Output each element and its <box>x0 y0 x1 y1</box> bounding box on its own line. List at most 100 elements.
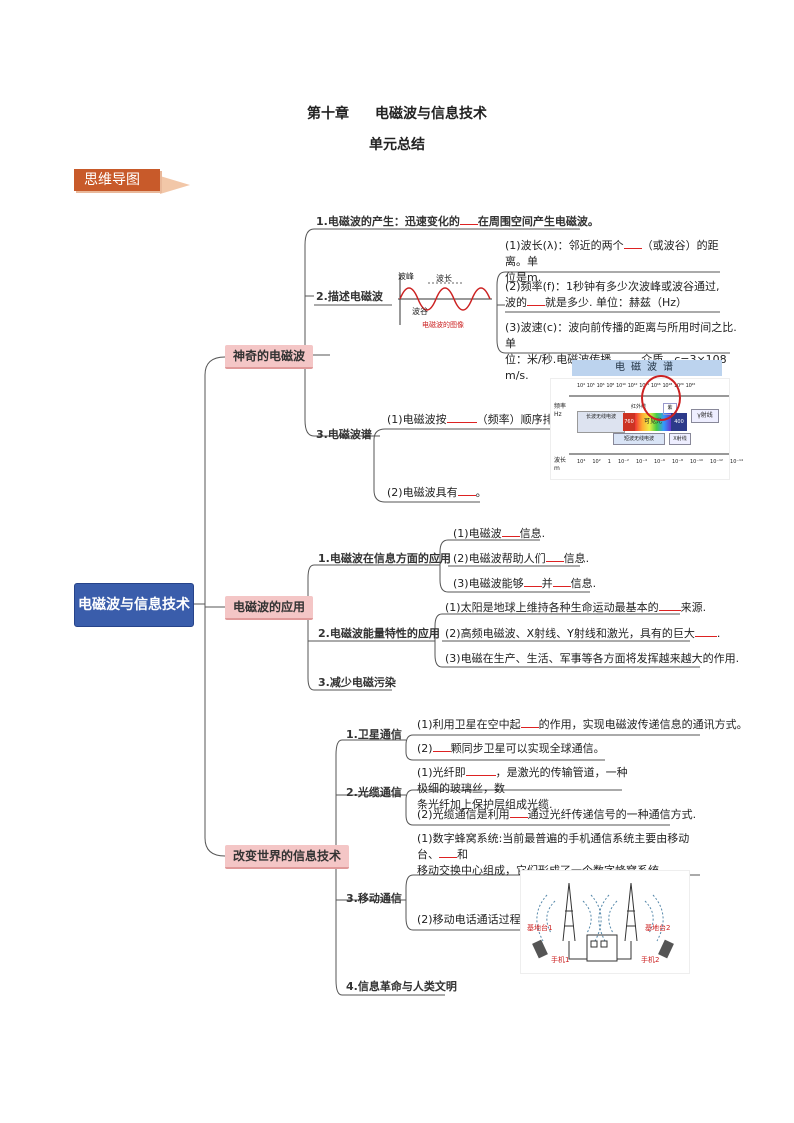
leaf-info-2-pre: (2)电磁波帮助人们 <box>453 552 546 565</box>
blank <box>432 741 451 752</box>
item-reduce-pollution: 3.减少电磁污染 <box>318 676 396 689</box>
blank <box>509 807 528 818</box>
leaf-fiber-2-post: 通过光纤传递信号的一种通信方式. <box>527 808 697 821</box>
phone1-label: 手机1 <box>551 956 570 964</box>
leaf-satellite-2: (2) 颗同步卫星可以实现全球通信。 <box>417 741 605 757</box>
blank <box>694 626 717 637</box>
badge-tail-shape <box>160 176 190 194</box>
wave-trough-label: 波谷 <box>412 307 428 316</box>
item-wave-generation: 1.电磁波的产生：迅速变化的在周围空间产生电磁波。 <box>316 214 599 229</box>
blank <box>459 214 478 225</box>
leaf-satellite-1-pre: (1)利用卫星在空中起 <box>417 718 521 731</box>
leaf-info-2: (2)电磁波帮助人们 信息. <box>453 551 589 567</box>
leaf-wavelength-post: （或波谷）的距离。单 <box>505 239 719 268</box>
band-xray: X射线 <box>669 433 691 445</box>
leaf-energy-3: (3)电磁在生产、生活、军事等各方面将发挥越来越大的作用. <box>445 652 740 665</box>
leaf-satellite-1-post: 的作用，实现电磁波传递信息的通讯方式。 <box>538 718 748 731</box>
leaf-spectrum-property-post: 。 <box>475 486 487 499</box>
chapter-name: 电磁波与信息技术 <box>375 106 487 122</box>
tick-label: 10²² <box>685 383 696 389</box>
wavelength-axis <box>569 453 729 455</box>
branch-info-technology: 改变世界的信息技术 <box>225 845 350 869</box>
item-energy-applications: 2.电磁波能量特性的应用 <box>318 627 440 640</box>
item-optical-cable: 2.光缆通信 <box>346 786 402 799</box>
spectrum-title: 电磁波谱 <box>572 360 722 376</box>
leaf-wave-speed-line1: (3)波速(c)：波向前传播的距离与所用时间之比.单 <box>505 321 737 350</box>
wave-graphic <box>398 273 492 325</box>
leaf-energy-1-pre: (1)太阳是地球上维持各种生命运动最基本的 <box>445 601 659 614</box>
blank <box>527 295 545 306</box>
leaf-frequency-post: 就是多少. 单位：赫兹（Hz） <box>545 296 688 309</box>
leaf-satellite-2-post: 颗同步卫星可以实现全球通信。 <box>450 742 605 755</box>
blank <box>523 576 542 587</box>
tick-label: 10⁻¹² <box>710 459 724 465</box>
tick-label: 10⁶ <box>596 383 605 389</box>
leaf-wavelength: (1)波长(λ)：邻近的两个（或波谷）的距离。单 位是m. <box>505 238 725 286</box>
tick-label: 10⁻⁶ <box>653 459 665 465</box>
wave-length-label: 波长 <box>436 274 452 283</box>
tick-label: 10² <box>592 459 601 465</box>
band-microwave: 短波无线电波 <box>613 433 665 445</box>
blank <box>457 485 476 496</box>
leaf-energy-2: (2)高频电磁波、X射线、Y射线和激光，具有的巨大. <box>445 626 720 642</box>
station2-label: 基地台2 <box>645 924 671 932</box>
leaf-info-3-post: 信息. <box>570 577 597 590</box>
frequency-label: 频率 Hz <box>554 403 567 418</box>
leaf-mobile-1-post: 和 <box>457 848 468 861</box>
tick-label: 10⁻¹⁰ <box>690 459 704 465</box>
tick-label: 10⁴ <box>577 383 585 389</box>
tick-label: 10⁻⁴ <box>635 459 647 465</box>
leaf-energy-1: (1)太阳是地球上维持各种生命运动最基本的 来源. <box>445 600 706 616</box>
tick-label: 10⁻⁸ <box>671 459 683 465</box>
band-760nm: 760 nm <box>623 413 635 443</box>
branch-wave-applications: 电磁波的应用 <box>225 596 314 620</box>
leaf-satellite-2-pre: (2) <box>417 742 433 755</box>
station1-label: 基地台1 <box>527 924 553 932</box>
leaf-energy-1-post: 来源. <box>680 601 707 614</box>
leaf-fiber-1-line2: 条光纤加上保护层组成光缆. <box>417 798 553 811</box>
leaf-info-3-pre: (3)电磁波能够 <box>453 577 524 590</box>
tick-label: 10⁸ <box>606 383 615 389</box>
item-satellite: 1.卫星通信 <box>346 728 402 741</box>
tick-label: 1 <box>607 459 611 465</box>
leaf-fiber-2-pre: (2)光缆通信是利用 <box>417 808 510 821</box>
leaf-spectrum-property-pre: (2)电磁波具有 <box>387 486 458 499</box>
leaf-spectrum-order-post: （频率）顺序排列 <box>476 413 565 426</box>
leaf-mobile-2: (2)移动电话通话过程: <box>417 913 525 926</box>
leaf-info-1-post: 信息. <box>519 527 546 540</box>
wave-crest-label: 波峰 <box>398 272 414 281</box>
band-radio: 长波无线电波 <box>577 411 625 433</box>
wave-caption: 电磁波的图像 <box>422 321 464 329</box>
blank <box>439 847 457 858</box>
leaf-info-1-pre: (1)电磁波 <box>453 527 502 540</box>
leaf-info-2-post: 信息. <box>563 552 590 565</box>
blank <box>545 551 564 562</box>
leaf-fiber-1-pre: (1)光纤即 <box>417 766 466 779</box>
page-subtitle: 单元总结 <box>369 137 425 153</box>
blank <box>465 765 496 776</box>
leaf-info-3-mid: 并 <box>541 577 553 590</box>
item-wave-generation-pre: 1.电磁波的产生：迅速变化的 <box>316 215 460 228</box>
tick-label: 10²⁰ <box>674 383 684 389</box>
mobile-diagram: 基地台1 基地台2 手机1 手机2 <box>520 870 690 974</box>
item-info-revolution: 4.信息革命与人类文明 <box>346 980 457 993</box>
leaf-spectrum-order-pre: (1)电磁波按 <box>387 413 447 426</box>
blank <box>446 412 477 423</box>
leaf-info-1: (1)电磁波 信息. <box>453 526 545 542</box>
tick-label: 10¹² <box>627 383 638 389</box>
root-node: 电磁波与信息技术 <box>74 583 194 627</box>
tick-label: 10⁻² <box>617 459 629 465</box>
mindmap-badge: 思维导图 <box>74 169 160 191</box>
blank <box>501 526 520 537</box>
leaf-satellite-1: (1)利用卫星在空中起 的作用，实现电磁波传递信息的通讯方式。 <box>417 717 748 733</box>
leaf-fiber-1-post: ，是激光的传输管道，一种极细的玻璃丝，数 <box>417 766 628 795</box>
leaf-fiber-2: (2)光缆通信是利用 通过光纤传递信号的一种通信方式. <box>417 807 696 823</box>
chapter-title: 第十章电磁波与信息技术 <box>0 103 794 123</box>
wavelength-label: 波长 m <box>554 457 567 472</box>
blank <box>623 238 642 249</box>
blank <box>658 600 681 611</box>
highlight-circle <box>641 375 681 421</box>
